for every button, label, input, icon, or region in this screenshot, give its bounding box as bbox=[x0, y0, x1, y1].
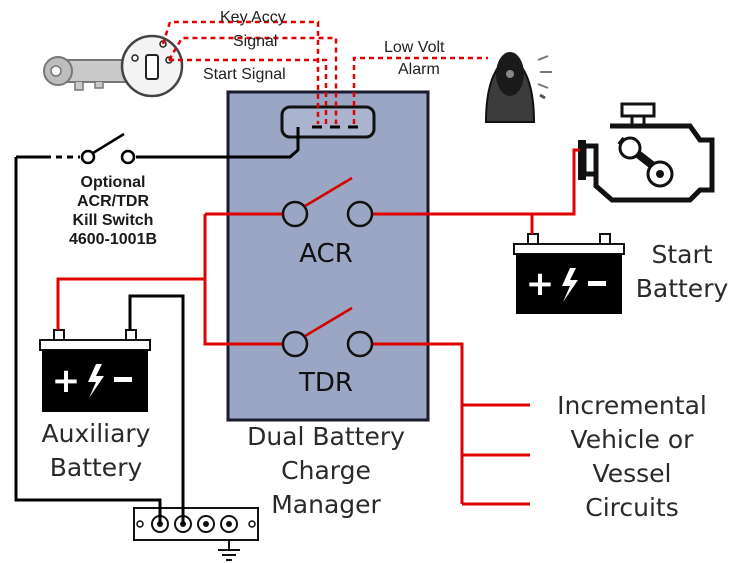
tdr-switch bbox=[281, 306, 374, 358]
low-volt-label: Low Volt bbox=[384, 39, 445, 56]
svg-text:+: + bbox=[526, 264, 555, 304]
ground-bus-bar bbox=[133, 507, 259, 541]
engine-icon bbox=[578, 102, 715, 203]
kill-switch-label-1: Optional bbox=[81, 174, 146, 191]
circuits-label-4: Circuits bbox=[585, 493, 679, 522]
svg-text:+: + bbox=[52, 361, 81, 401]
aux-battery-label-1: Auxiliary bbox=[42, 419, 151, 448]
aux-battery-label-2: Battery bbox=[50, 453, 143, 482]
start-battery-label-2: Battery bbox=[636, 274, 729, 303]
acr-switch bbox=[281, 176, 374, 228]
kill-switch-label-3: Kill Switch bbox=[73, 212, 154, 229]
kill-switch-label-2: ACR/TDR bbox=[77, 193, 149, 210]
alarm-bell-icon bbox=[484, 52, 552, 123]
red-power-wires bbox=[56, 148, 580, 506]
kill-switch-label-4: 4600-1001B bbox=[69, 231, 157, 248]
red-signal-wires bbox=[161, 20, 488, 124]
charge-manager-panel bbox=[226, 90, 430, 422]
circuits-label-3: Vessel bbox=[593, 459, 672, 488]
black-wiring bbox=[14, 127, 300, 524]
start-signal-label: Start Signal bbox=[203, 66, 286, 83]
manager-label-1: Dual Battery bbox=[247, 422, 405, 451]
alarm-label: Alarm bbox=[398, 61, 440, 78]
signal-label: Signal bbox=[233, 33, 277, 50]
tdr-label: TDR bbox=[298, 368, 353, 398]
start-battery-icon: + bbox=[513, 233, 625, 314]
manager-label-3: Manager bbox=[271, 490, 381, 519]
start-battery-label-1: Start bbox=[651, 240, 712, 269]
acr-label: ACR bbox=[299, 239, 353, 269]
ground-symbol bbox=[218, 540, 240, 561]
signal-terminal-block bbox=[280, 105, 376, 139]
circuits-label-1: Incremental bbox=[557, 391, 707, 420]
circuits-label-2: Vehicle or bbox=[571, 425, 695, 454]
manager-label-2: Charge bbox=[281, 456, 371, 485]
auxiliary-battery-icon: + bbox=[39, 329, 151, 412]
kill-switch bbox=[45, 132, 136, 165]
ignition-key-icon bbox=[43, 34, 184, 98]
key-accy-label: Key Accy bbox=[220, 9, 286, 26]
